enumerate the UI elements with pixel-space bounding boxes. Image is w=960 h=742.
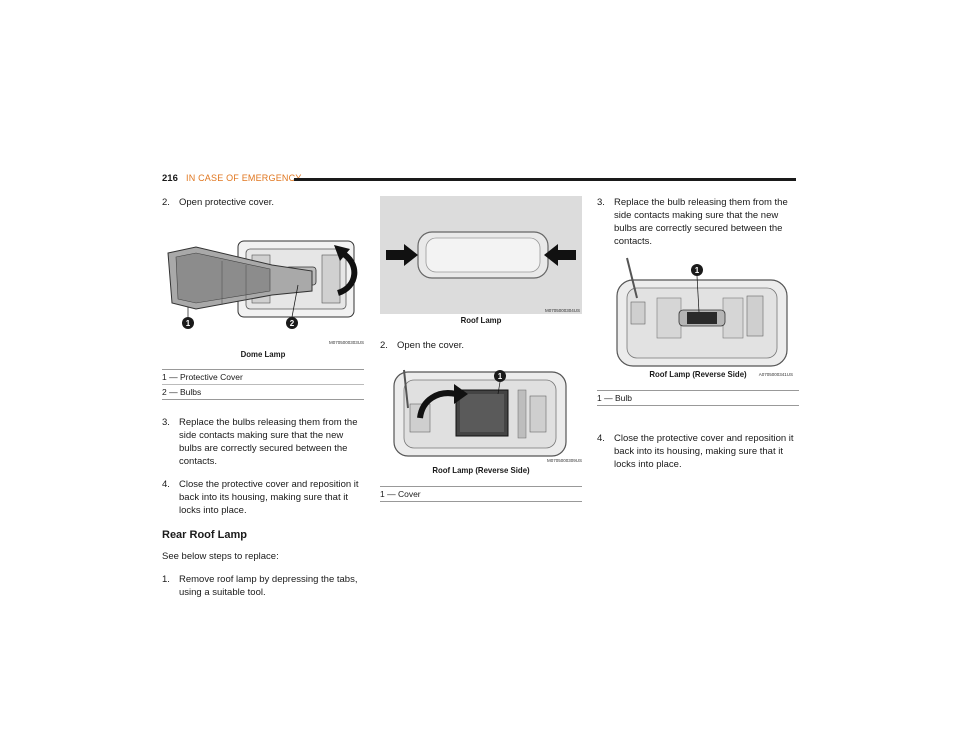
roof-lamp-bulb-illustration: 1 — [616, 257, 788, 367]
figure-legend: 1 — Protective Cover 2 — Bulbs — [162, 369, 364, 400]
step-replace-bulb: 3. Replace the bulb releasing them from … — [597, 197, 788, 247]
legend-item: 1 — Cover — [380, 489, 421, 499]
page-header: 216 IN CASE OF EMERGENCY — [162, 173, 796, 185]
figure-caption: Roof Lamp (Reverse Side) — [432, 465, 530, 475]
figure-caption: Dome Lamp — [240, 349, 286, 359]
column-1: 2. Open protective cover. 1 — [162, 196, 364, 599]
legend-item: 1 — Protective Cover — [162, 372, 243, 382]
intro-text: See below steps to replace: — [162, 551, 279, 562]
callout-1: 1 — [182, 317, 194, 329]
step-replace-bulbs: 3. Replace the bulbs releasing them from… — [162, 417, 358, 467]
svg-text:2: 2 — [290, 319, 295, 328]
figure-id: M0705000303US — [328, 340, 364, 345]
figure-dome-lamp: 1 2 M0705000303US — [162, 223, 364, 349]
column-2: M0705000304US Roof Lamp 2. Open the cove… — [380, 196, 582, 502]
figure-caption: Roof Lamp — [460, 315, 502, 325]
step-close-protective-cover: 4. Close the protective cover and reposi… — [597, 433, 794, 470]
figure-roof-lamp-reverse-bulb: 1 A0705000341US — [597, 254, 799, 377]
figure-legend: 1 — Bulb — [597, 390, 799, 406]
figure-id: A0705000341US — [758, 372, 793, 377]
legend-item: 2 — Bulbs — [162, 384, 364, 399]
figure-roof-lamp: M0705000304US — [380, 196, 582, 314]
figure-legend: 1 — Cover — [380, 486, 582, 502]
page-number: 216 — [162, 173, 178, 184]
callout-1: 1 — [494, 370, 506, 382]
svg-text:1: 1 — [498, 372, 503, 381]
svg-text:1: 1 — [186, 319, 191, 328]
figure-id: M0705000309US — [546, 458, 582, 463]
legend-item: 1 — Bulb — [597, 393, 632, 403]
dome-lamp-illustration: 1 2 — [167, 240, 358, 329]
subheading-rear-roof-lamp: Rear Roof Lamp — [162, 529, 247, 541]
callout-1: 1 — [691, 264, 703, 276]
figure-roof-lamp-reverse: 1 M0705000309US — [380, 364, 582, 464]
step-remove-roof-lamp: 1. Remove roof lamp by depressing the ta… — [162, 574, 358, 598]
step-open-cover: 2. Open the cover. — [380, 340, 465, 351]
step-close-cover: 4. Close the protective cover and reposi… — [162, 479, 359, 516]
header-rule — [294, 178, 796, 181]
section-title: IN CASE OF EMERGENCY — [186, 173, 302, 183]
figure-caption: Roof Lamp (Reverse Side) — [649, 369, 747, 379]
callout-2: 2 — [286, 317, 298, 329]
roof-lamp-reverse-illustration: 1 — [393, 369, 567, 457]
svg-text:1: 1 — [695, 266, 700, 275]
column-3: 3. Replace the bulb releasing them from … — [597, 196, 799, 471]
figure-id: M0705000304US — [544, 308, 580, 313]
step-open-protective-cover: 2. Open protective cover. — [162, 197, 275, 208]
roof-lamp-illustration — [380, 196, 582, 314]
